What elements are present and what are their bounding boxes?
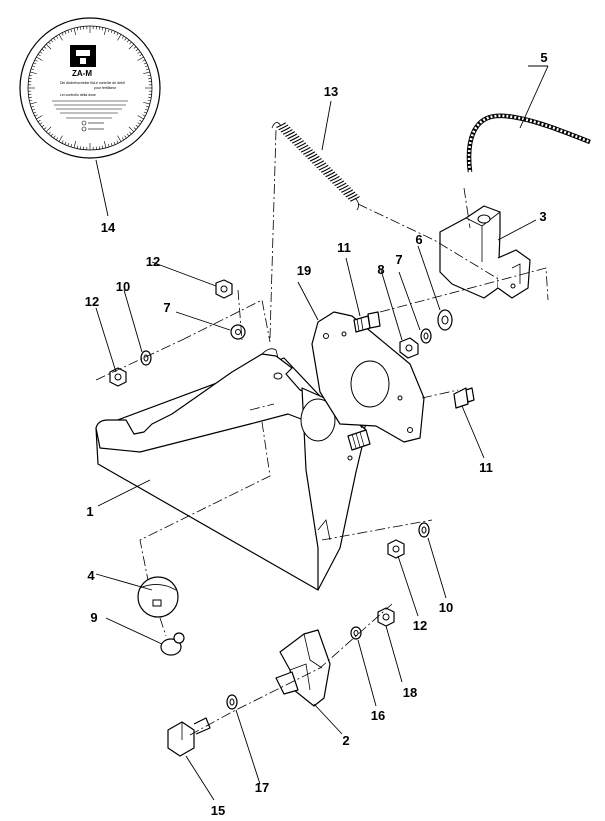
callout-12-left: 12 <box>85 294 99 309</box>
mounting-plate <box>311 311 425 443</box>
callout-13: 13 <box>324 84 338 99</box>
spring-coil <box>316 162 327 169</box>
nut-12-left <box>109 367 127 387</box>
dial-text-de: Die Abdrehscheibe für <box>60 81 95 85</box>
nut-12-right <box>387 539 405 559</box>
spring-coil <box>341 187 351 193</box>
cover-cap <box>137 576 179 618</box>
nut-18 <box>377 607 395 627</box>
dial-text-en: pour fertiliseur <box>94 86 117 90</box>
callout-3: 3 <box>539 209 546 224</box>
spring-coil <box>320 166 331 173</box>
spring-coil <box>338 184 349 191</box>
spring-coil <box>280 126 291 133</box>
spring-coil <box>285 131 296 137</box>
spring-coil <box>323 169 334 175</box>
nut-12-top <box>215 279 233 299</box>
callout-12-right: 12 <box>413 618 427 633</box>
control-cable <box>466 113 591 173</box>
spring-coil <box>300 146 311 153</box>
spring-coil <box>307 153 318 160</box>
dial-fine-print <box>52 100 128 132</box>
spring-coil <box>282 128 293 135</box>
dial-text-fr: Le contrôle de débit <box>94 81 125 85</box>
spring-coil <box>347 193 358 200</box>
spring-coil <box>296 142 307 149</box>
callout-4: 4 <box>87 568 95 583</box>
spring-coil <box>318 164 329 171</box>
spring-coil <box>343 189 354 196</box>
callout-9: 9 <box>90 610 97 625</box>
lock-washer-10-left <box>140 350 152 366</box>
spring-coil <box>291 137 302 144</box>
spring-coil <box>289 135 300 142</box>
spring-coil <box>278 124 289 131</box>
callout-14: 14 <box>101 220 116 235</box>
spring-coil <box>329 175 340 182</box>
spring-coil <box>287 133 298 140</box>
lock-washer-10-right <box>418 522 430 538</box>
spring-coil <box>276 122 287 129</box>
rubber-plug <box>160 632 185 656</box>
washer-16 <box>350 626 362 640</box>
callout-11-upper: 11 <box>337 240 351 255</box>
hex-bolt-lower <box>167 717 211 757</box>
hex-bolt-upper <box>353 311 381 333</box>
callout-19: 19 <box>297 263 311 278</box>
callout-16: 16 <box>371 708 385 723</box>
spring-coil <box>334 180 345 187</box>
callout-15: 15 <box>211 803 225 818</box>
callout-18: 18 <box>403 685 417 700</box>
spring-coil <box>298 144 309 151</box>
callout-17: 17 <box>255 780 269 795</box>
spring-coil <box>327 173 338 180</box>
spring-coil <box>332 178 342 184</box>
spring-coil <box>305 151 316 158</box>
hex-bolt-right <box>453 387 475 409</box>
carriage-bolt <box>347 429 371 451</box>
callout-1: 1 <box>86 504 93 519</box>
callout-12-top: 12 <box>146 254 160 269</box>
callout-2: 2 <box>342 733 349 748</box>
callout-labels: 1 2 3 4 5 6 7 7 8 9 10 10 11 11 12 12 12… <box>85 50 548 818</box>
spring-coil <box>314 160 325 167</box>
callout-5: 5 <box>540 50 547 65</box>
washer-6 <box>437 309 453 331</box>
spring-coil <box>311 158 322 164</box>
callout-6: 6 <box>415 232 422 247</box>
callout-11-right: 11 <box>479 460 493 475</box>
washer-7-top <box>230 324 246 340</box>
spring-coil <box>303 149 313 155</box>
callout-7-left: 7 <box>163 300 170 315</box>
callout-10-left: 10 <box>116 279 130 294</box>
spring-coil <box>325 171 336 178</box>
washer-7-right <box>420 328 432 344</box>
spring-coil <box>345 191 356 198</box>
callout-8: 8 <box>377 262 384 277</box>
callout-10-right: 10 <box>439 600 453 615</box>
calibration-dial: ZA-M Die Abdrehscheibe für Le contrôle d… <box>19 17 161 159</box>
spring-coil <box>294 140 304 146</box>
washer-17 <box>226 694 238 710</box>
cable-clamp-block <box>439 205 531 299</box>
clamp-bracket <box>275 629 331 707</box>
dial-brand: ZA-M <box>72 69 92 78</box>
dial-text-it: Lei controllo della dose <box>60 93 96 97</box>
leader-lines <box>95 65 549 801</box>
nut-8 <box>399 337 419 359</box>
spring-coil <box>336 182 347 189</box>
spring-coil <box>309 155 320 162</box>
dial-scale-ticks <box>28 26 152 150</box>
callout-7-right: 7 <box>395 252 402 267</box>
tension-spring <box>271 122 360 211</box>
